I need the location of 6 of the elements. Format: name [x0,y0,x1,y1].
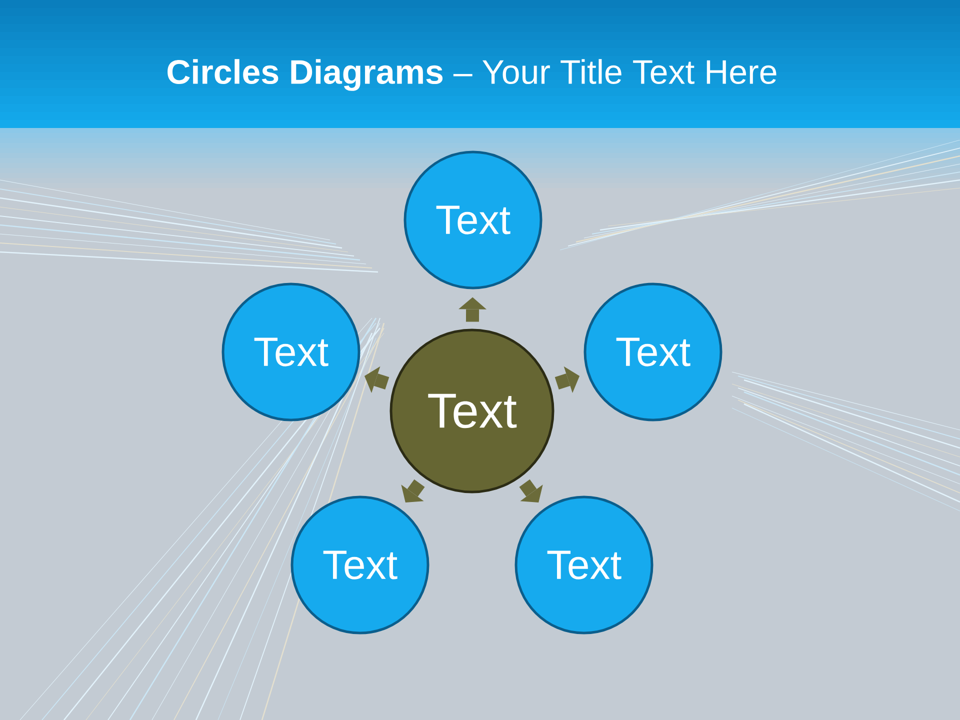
slide-title: Circles Diagrams – Your Title Text Here [168,59,776,91]
arrow [458,297,487,322]
arrow [554,366,580,393]
arrow [364,366,390,393]
arrow [401,479,425,503]
arrow [519,479,543,503]
